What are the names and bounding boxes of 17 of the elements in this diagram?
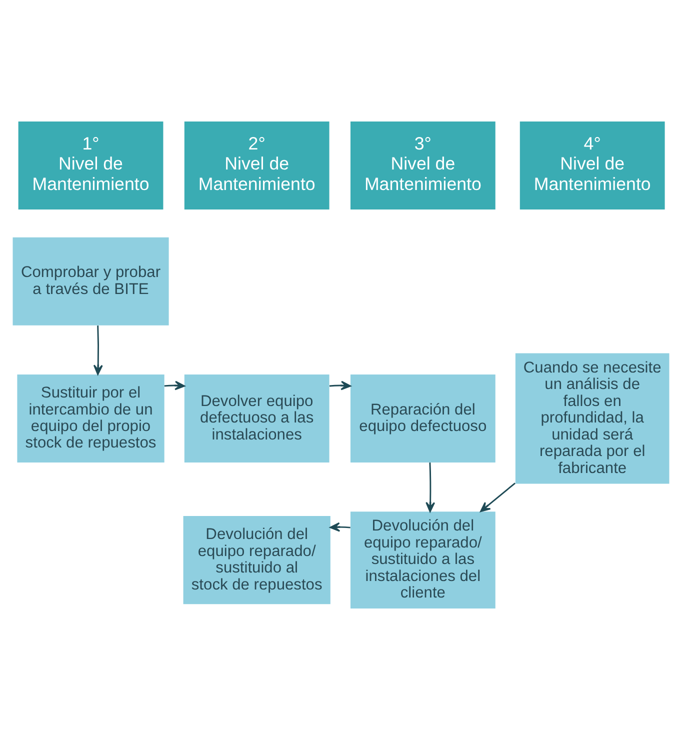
node-box: Reparación del equipo defectuoso <box>350 374 496 462</box>
node-box: 2° Nivel de Mantenimiento <box>184 120 330 209</box>
node-box: 1° Nivel de Mantenimiento <box>18 120 164 209</box>
node-box: Cuando se necesite un análisis de fallos en profundidad, la unidad será reparada por el fabricante <box>515 352 670 484</box>
node-box: Devolución del equipo reparado/ sustituido a las instalaciones del cliente <box>350 511 496 608</box>
node-box: 3° Nivel de Mantenimiento <box>350 120 496 209</box>
node-box: Comprobar y probar a través de BITE <box>12 236 169 325</box>
node-box: 4° Nivel de Mantenimiento <box>520 120 665 209</box>
node-box: Sustituir por el intercambio de un equipo del propio stock de repuestos <box>17 374 164 462</box>
arrow <box>480 482 516 512</box>
arrow <box>329 380 352 390</box>
arrow <box>426 462 436 512</box>
node-box: Devolver equipo defectuoso a las instalaciones <box>184 374 330 462</box>
arrow <box>330 522 350 532</box>
arrow <box>93 325 103 375</box>
arrow <box>164 380 185 390</box>
node-box: Devolución del equipo reparado/ sustituido al stock de repuestos <box>183 516 330 604</box>
